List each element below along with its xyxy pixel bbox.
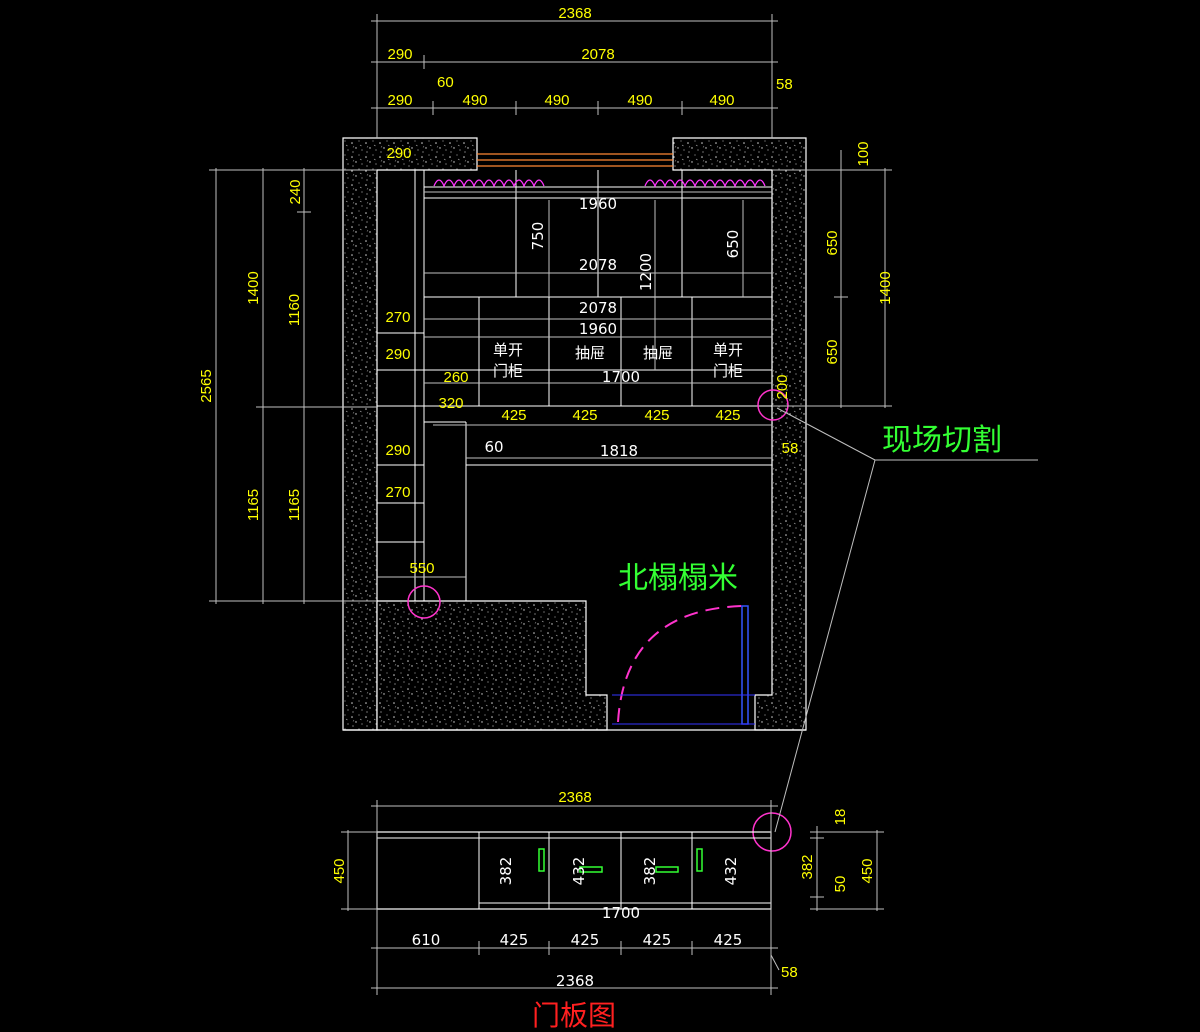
label-single-door-left-2: 门柜 [493, 362, 523, 380]
dim-h-290c: 290 [385, 442, 410, 459]
dim-left-1400: 1400 [245, 271, 262, 304]
label-single-door-right-1: 单开 [713, 341, 743, 359]
dim-h-240: 240 [287, 179, 304, 204]
walls [342, 137, 807, 731]
hanger-symbols [433, 179, 766, 188]
handle-2 [579, 866, 603, 873]
dim-wall-290: 290 [386, 145, 411, 162]
dim-panel-382-1: 382 [497, 857, 515, 886]
dim-h-260: 260 [443, 369, 468, 386]
dim-h-750: 750 [529, 222, 547, 251]
dim-top-inner: 2078 [581, 46, 614, 63]
wall-bottom-left [376, 600, 608, 731]
dim-left-2565: 2565 [198, 369, 215, 402]
dim-top-total: 2368 [558, 5, 591, 22]
dim-h-425-1: 425 [501, 407, 526, 424]
dim-top-left: 290 [387, 46, 412, 63]
dim-h-270b: 270 [385, 484, 410, 501]
handle-1 [538, 848, 545, 872]
dim-row-490-3: 490 [627, 92, 652, 109]
dim-row-490-1: 490 [462, 92, 487, 109]
door-swing-arc [617, 605, 743, 723]
wall-top-right [672, 137, 807, 731]
dim-h-650a: 650 [724, 230, 742, 259]
dim-panel-18: 18 [832, 809, 849, 826]
dim-h-2078b: 2078 [579, 299, 617, 317]
dim-h-1818: 1818 [600, 442, 638, 460]
dim-panel-450r: 450 [859, 858, 876, 883]
door-panel-title: 门板图 [532, 999, 616, 1032]
dim-h-550: 550 [409, 560, 434, 577]
dim-h-320: 320 [438, 395, 463, 412]
handle-3 [655, 866, 679, 873]
dim-panel-610: 610 [412, 931, 441, 949]
dim-right-650b: 650 [824, 339, 841, 364]
cabinet-labels: 单开 门柜 抽屉 抽屉 单开 门柜 现场切割 北榻榻米 门板图 [493, 341, 1002, 1032]
dim-gap-60: 60 [437, 74, 454, 91]
dim-h-1960: 1960 [579, 195, 617, 213]
dim-panel-2368b: 2368 [556, 972, 594, 990]
window-rails [477, 153, 673, 167]
label-drawer-1: 抽屉 [575, 344, 605, 362]
dimension-texts: 2368 290 2078 60 58 290 490 490 490 490 … [198, 5, 894, 990]
dim-panel-382-2: 382 [641, 857, 659, 886]
dim-panel-1700: 1700 [602, 904, 640, 922]
note-tatami: 北榻榻米 [618, 561, 738, 596]
handle-4 [696, 848, 703, 872]
dim-panel-425-4: 425 [714, 931, 743, 949]
marker-circle-right [757, 389, 789, 421]
dim-left-1160: 1160 [286, 294, 303, 326]
dimension-lines [209, 14, 892, 604]
dim-h-1200: 1200 [637, 253, 655, 291]
dim-panel-425-3: 425 [643, 931, 672, 949]
dim-right-1400: 1400 [877, 271, 894, 304]
dim-row-490-4: 490 [709, 92, 734, 109]
dim-h-1960b: 1960 [579, 320, 617, 338]
dim-panel-2368a: 2368 [558, 789, 591, 806]
cabinet-structure [377, 170, 772, 601]
door-panel-diagram [341, 800, 884, 995]
dim-gap-58: 58 [776, 76, 793, 93]
marker-circle-left [407, 585, 441, 619]
dim-h-1700: 1700 [602, 368, 640, 386]
dim-h-2078: 2078 [579, 256, 617, 274]
dim-panel-50: 50 [832, 876, 849, 893]
dim-h-425-2: 425 [572, 407, 597, 424]
site-cut-leader [774, 407, 1038, 833]
dim-left-1165a: 1165 [245, 489, 262, 521]
dim-panel-432-1: 432 [570, 857, 588, 886]
dim-h-270a: 270 [385, 309, 410, 326]
label-single-door-left-1: 单开 [493, 341, 523, 359]
dim-h-425-3: 425 [644, 407, 669, 424]
dim-h-200: 200 [774, 374, 791, 399]
dim-panel-58: 58 [781, 964, 798, 981]
label-drawer-2: 抽屉 [643, 344, 673, 362]
dim-left-1165b: 1165 [286, 489, 303, 521]
label-single-door-right-2: 门柜 [713, 362, 743, 380]
dim-panel-425-1: 425 [500, 931, 529, 949]
entry-door [612, 605, 755, 725]
dim-right-650a: 650 [824, 230, 841, 255]
door-leaf [741, 605, 749, 725]
dim-panel-450: 450 [331, 858, 348, 883]
dim-row-290: 290 [387, 92, 412, 109]
dim-panel-382r: 382 [799, 854, 816, 879]
note-site-cut: 现场切割 [882, 423, 1002, 458]
dim-panel-432-2: 432 [722, 857, 740, 886]
dim-h-58b: 58 [782, 440, 799, 457]
dim-row-490-2: 490 [544, 92, 569, 109]
dim-h-60b: 60 [484, 438, 503, 456]
dim-h-290b: 290 [385, 346, 410, 363]
dim-right-100: 100 [855, 141, 872, 166]
dim-panel-425-2: 425 [571, 931, 600, 949]
dim-h-425-4: 425 [715, 407, 740, 424]
